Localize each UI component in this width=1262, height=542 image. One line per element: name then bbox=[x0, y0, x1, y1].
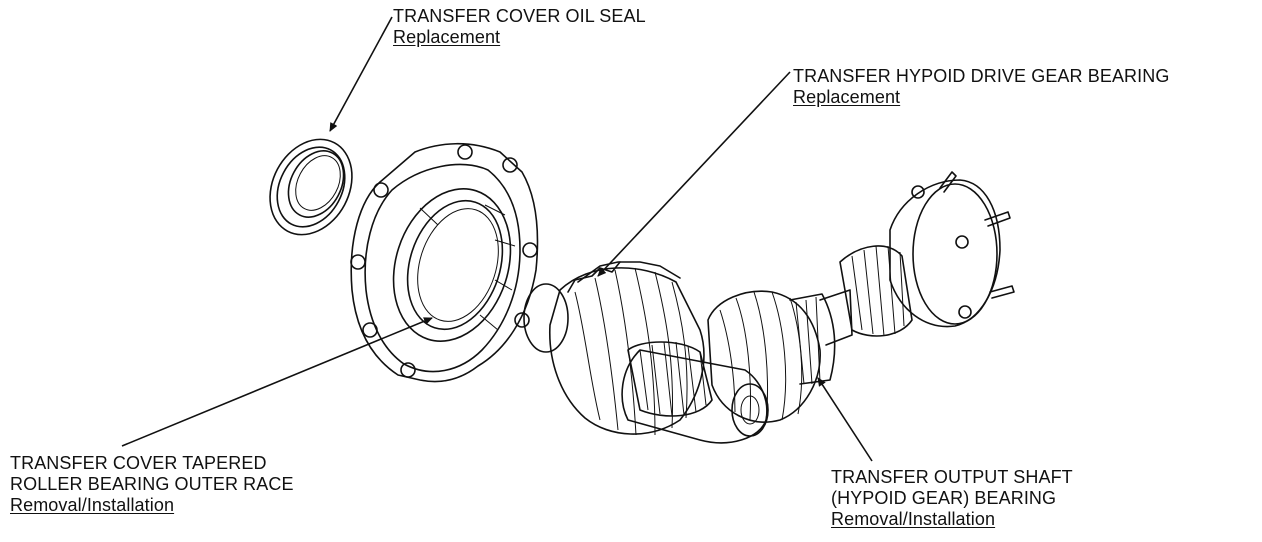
callout-output-shaft-bearing-line-2: (HYPOID GEAR) BEARING bbox=[831, 488, 1057, 508]
hypoid-drive-gear-part bbox=[523, 261, 769, 444]
callout-oil-seal-link[interactable]: Replacement bbox=[393, 27, 501, 47]
oil-seal-part bbox=[269, 138, 353, 236]
leader-oil-seal bbox=[329, 16, 393, 132]
leader-drive-gear-bearing bbox=[597, 71, 791, 277]
callout-drive-gear-bearing: TRANSFER HYPOID DRIVE GEAR BEARING Repla… bbox=[793, 66, 1169, 108]
callout-oil-seal-title: TRANSFER COVER OIL SEAL bbox=[393, 6, 646, 26]
leader-output-shaft-bearing bbox=[817, 377, 873, 462]
callout-output-shaft-bearing-line-1: TRANSFER OUTPUT SHAFT bbox=[831, 467, 1073, 487]
leader-outer-race bbox=[121, 317, 433, 447]
callout-outer-race-line-1: TRANSFER COVER TAPERED bbox=[10, 453, 267, 473]
callout-drive-gear-bearing-title: TRANSFER HYPOID DRIVE GEAR BEARING bbox=[793, 66, 1170, 86]
hypoid-gear-output-shaft-part bbox=[707, 171, 1015, 423]
transfer-cover-part bbox=[350, 142, 539, 383]
callout-oil-seal: TRANSFER COVER OIL SEAL Replacement bbox=[393, 6, 646, 48]
callout-outer-race-link[interactable]: Removal/Installation bbox=[10, 495, 175, 515]
callout-drive-gear-bearing-link[interactable]: Replacement bbox=[793, 87, 901, 107]
callout-output-shaft-bearing: TRANSFER OUTPUT SHAFT (HYPOID GEAR) BEAR… bbox=[831, 467, 1073, 530]
leader-lines bbox=[121, 16, 873, 462]
callout-outer-race-line-2: ROLLER BEARING OUTER RACE bbox=[10, 474, 294, 494]
callout-output-shaft-bearing-link[interactable]: Removal/Installation bbox=[831, 509, 996, 529]
callout-outer-race: TRANSFER COVER TAPERED ROLLER BEARING OU… bbox=[10, 453, 294, 516]
